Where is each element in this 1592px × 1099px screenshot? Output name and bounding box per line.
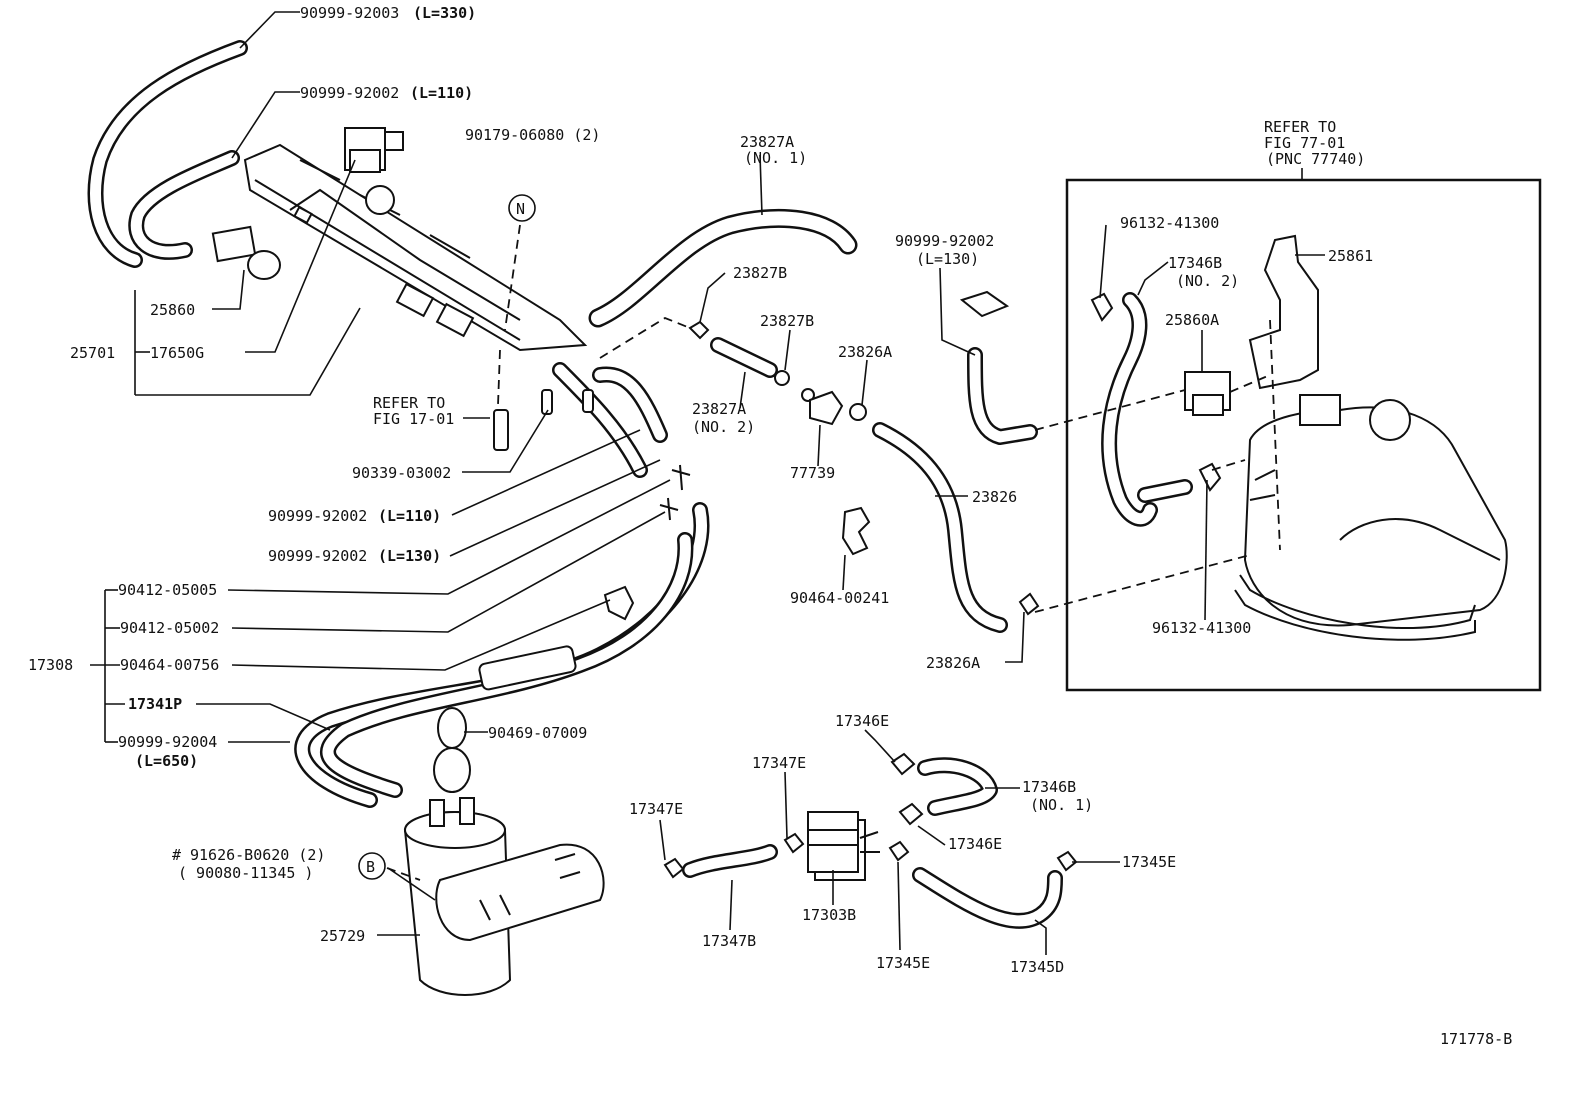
label-90999-92002-d-length: (L=130) [916, 250, 979, 268]
label-90999-92003: 90999-92003 [300, 4, 399, 22]
fuel-tank-frame [1065, 178, 1542, 692]
label-17347e-a: 17347E [752, 754, 806, 772]
label-90999-92004-length: (L=650) [135, 752, 198, 770]
label-90999-92002-c: 90999-92002 [268, 547, 367, 565]
label-90469-07009: 90469-07009 [488, 724, 587, 742]
label-23826a-a: 23826A [838, 343, 892, 361]
label-refer-17-b: FIG 17-01 [373, 410, 454, 428]
label-77739: 77739 [790, 464, 835, 482]
label-17347b: 17347B [702, 932, 756, 950]
label-17346b-1: 17346B [1022, 778, 1076, 796]
label-90999-92002-b-length: (L=110) [378, 507, 441, 525]
label-17345e-b: 17345E [876, 954, 930, 972]
label-90999-92002-d: 90999-92002 [895, 232, 994, 250]
charcoal-canister-25729 [403, 797, 605, 996]
label-91626-b0620: 91626-B0620 (2) [190, 846, 325, 864]
label-17346b-2-no: (NO. 2) [1176, 272, 1239, 290]
label-17303b: 17303B [802, 906, 856, 924]
label-96132-41300-b: 96132-41300 [1152, 619, 1251, 637]
label-23827a-1-no: (NO. 1) [744, 149, 807, 167]
label-refer-77-c: (PNC 77740) [1266, 150, 1365, 168]
small-fittings [433, 290, 1040, 793]
label-n: N [516, 200, 525, 218]
label-90999-92003-length: (L=330) [413, 4, 476, 22]
label-90999-92002-c-length: (L=130) [378, 547, 441, 565]
leader-lines [90, 11, 1325, 955]
label-23826: 23826 [972, 488, 1017, 506]
label-refer-17-a: REFER TO [373, 394, 445, 412]
label-17308: 17308 [28, 656, 73, 674]
circle-n [508, 194, 536, 222]
label-90464-00756: 90464-00756 [120, 656, 219, 674]
label-90999-92002-b: 90999-92002 [268, 507, 367, 525]
label-17341p: 17341P [128, 695, 182, 713]
label-23827a-2-no: (NO. 2) [692, 418, 755, 436]
label-23827b-b: 23827B [760, 312, 814, 330]
label-90080-11345: ( 90080-11345 ) [178, 864, 313, 882]
label-17346e-b: 17346E [948, 835, 1002, 853]
label-25729: 25729 [320, 927, 365, 945]
label-17345d: 17345D [1010, 958, 1064, 976]
label-23827b-a: 23827B [733, 264, 787, 282]
dashed-connections [386, 224, 1281, 881]
label-17346b-2: 17346B [1168, 254, 1222, 272]
label-b: B [366, 858, 375, 876]
label-90339-03002: 90339-03002 [352, 464, 451, 482]
label-23827a-1: 23827A [740, 133, 794, 151]
label-17650g: 17650G [150, 344, 204, 362]
label-17346e-a: 17346E [835, 712, 889, 730]
circle-b [358, 852, 386, 880]
label-25860: 25860 [150, 301, 195, 319]
label-90412-05002: 90412-05002 [120, 619, 219, 637]
label-90999-92004: 90999-92004 [118, 733, 217, 751]
vsv-17303B [807, 811, 880, 881]
label-17346b-1-no: (NO. 1) [1030, 796, 1093, 814]
label-96132-41300-a: 96132-41300 [1120, 214, 1219, 232]
label-hash: # [172, 846, 181, 864]
clips-bottom [663, 752, 1078, 879]
vsv-bracket-assembly [211, 127, 588, 352]
label-90179-06080: 90179-06080 (2) [465, 126, 600, 144]
diagram-id: 171778-B [1440, 1030, 1512, 1048]
label-25701: 25701 [70, 344, 115, 362]
label-refer-77-b: FIG 77-01 [1264, 134, 1345, 152]
label-refer-77-a: REFER TO [1264, 118, 1336, 136]
hoses [87, 40, 1193, 929]
label-90412-05005: 90412-05005 [118, 581, 217, 599]
callout-labels: 90999-92003 (L=330) 90999-92002 (L=110) … [28, 4, 1512, 1048]
label-25861: 25861 [1328, 247, 1373, 265]
label-90999-92002-a-length: (L=110) [410, 84, 473, 102]
label-90464-00241: 90464-00241 [790, 589, 889, 607]
label-23827a-2: 23827A [692, 400, 746, 418]
label-17345e-a: 17345E [1122, 853, 1176, 871]
label-23826a-b: 23826A [926, 654, 980, 672]
label-90999-92002-a: 90999-92002 [300, 84, 399, 102]
label-17347e-b: 17347E [629, 800, 683, 818]
label-25860a: 25860A [1165, 311, 1219, 329]
